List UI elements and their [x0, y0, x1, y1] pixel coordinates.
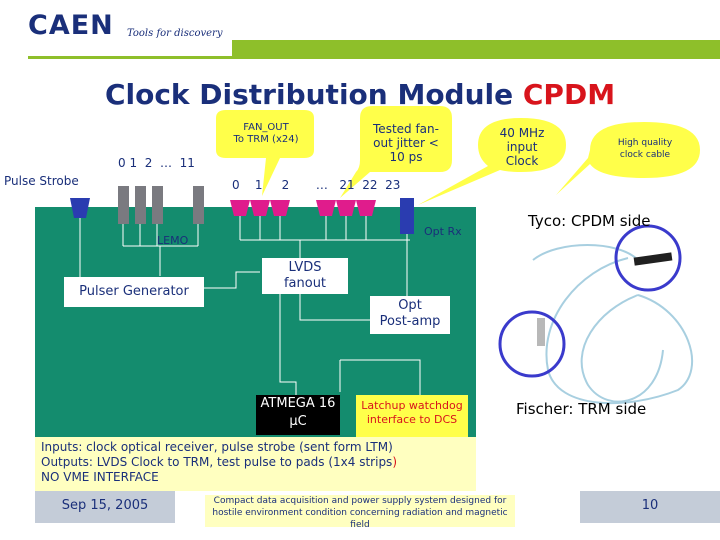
jitter-callout: Tested fan- out jitter < 10 ps	[373, 122, 439, 164]
tyco-highlight-circle	[614, 224, 682, 292]
clock-cable-photo	[488, 200, 720, 490]
lemo-label: LEMO	[157, 234, 189, 247]
pulser-generator-box: Pulser Generator	[64, 277, 204, 307]
tyco-label: Tyco: CPDM side	[528, 212, 651, 230]
header-green-bar	[232, 40, 720, 58]
header-green-line	[28, 56, 720, 59]
lemo-connector-11	[193, 186, 204, 224]
inputs-line: Inputs: clock optical receiver, pulse st…	[35, 437, 476, 455]
fanout-callout: FAN_OUT To TRM (x24)	[222, 122, 310, 146]
pulse-strobe-connector	[70, 198, 90, 218]
atmega-label: ATMEGA 16	[260, 396, 336, 411]
lvds-connector-2	[270, 200, 290, 216]
footer-date: Sep 15, 2005	[35, 491, 175, 523]
pulse-strobe-label: Pulse Strobe	[4, 174, 79, 188]
lvds-fanout-box: LVDS fanout	[262, 258, 348, 294]
title-accent: CPDM	[522, 78, 616, 111]
opt-postamp-box: Opt Post-amp	[370, 296, 450, 334]
footer-description: Compact data acquisition and power suppl…	[205, 495, 515, 530]
microcontroller-label: μC	[289, 414, 307, 429]
title-main: Clock Distribution Module	[104, 78, 523, 111]
outputs-text: Outputs: LVDS Clock to TRM, test pulse t…	[41, 455, 393, 469]
slide-title: Clock Distribution Module CPDM	[0, 78, 720, 111]
caen-logo: CAEN	[28, 10, 114, 41]
no-vme-line: NO VME INTERFACE	[41, 470, 159, 484]
jitter-callout-shape	[340, 106, 452, 198]
opt-rx-connector	[400, 198, 414, 234]
lvds-connector-0	[230, 200, 250, 216]
lvds-connector-21	[316, 200, 336, 216]
lvds-connector-22	[336, 200, 356, 216]
lemo-connector-2	[152, 186, 163, 224]
io-summary-box: Inputs: clock optical receiver, pulse st…	[35, 437, 476, 491]
caen-tagline: Tools for discovery	[127, 28, 223, 39]
strobe-channel-numbers: 0 1 2 … 11	[118, 156, 195, 170]
cable-callout: High quality clock cable	[617, 138, 673, 160]
outputs-text-end: )	[392, 455, 397, 469]
pulser-generator-label: Pulser Generator	[79, 284, 189, 299]
latchup-watchdog-box: Latchup watchdog interface to DCS	[356, 395, 468, 437]
lvds-connector-1	[250, 200, 270, 216]
lemo-connector-0	[118, 186, 129, 224]
cable-callout-shape	[556, 122, 700, 195]
fanout-channel-numbers: 0 1 2 … 21 22 23	[232, 178, 401, 192]
atmega-microcontroller: ATMEGA 16 μC	[256, 395, 340, 435]
clock-callout-shape	[418, 118, 566, 205]
lemo-connector-1	[135, 186, 146, 224]
footer-page-number: 10	[580, 491, 720, 523]
fischer-highlight-circle	[498, 310, 566, 378]
fischer-label: Fischer: TRM side	[516, 400, 647, 418]
lvds-connector-23	[356, 200, 376, 216]
opt-rx-label: Opt Rx	[424, 225, 462, 238]
outputs-line: Outputs: LVDS Clock to TRM, test pulse t…	[35, 455, 476, 470]
clock-callout: 40 MHz input Clock	[499, 126, 545, 168]
inputs-text: Inputs: clock optical receiver, pulse st…	[41, 440, 393, 454]
